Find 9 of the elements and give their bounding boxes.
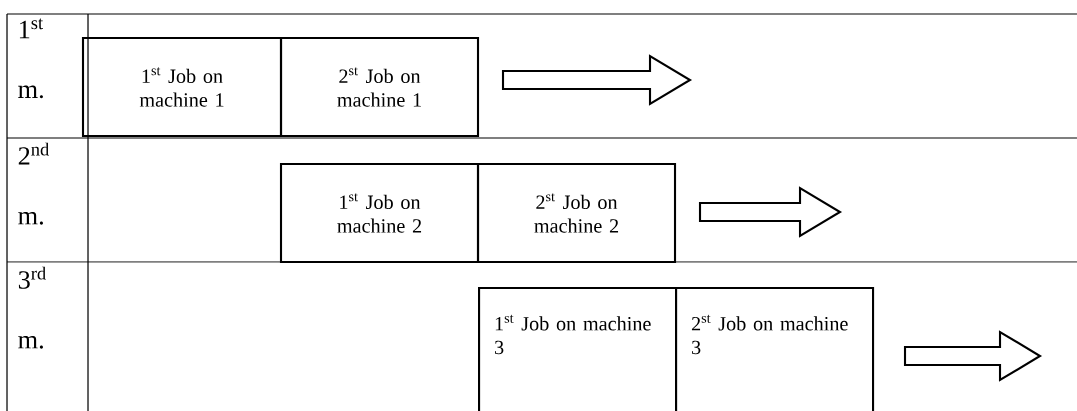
job-box: 1$^{st}$ Job on machine 3 xyxy=(478,287,678,411)
job-box: 1$^{st}$ Job on machine 2 xyxy=(279,162,480,264)
job-box: 2$^{st}$ Job on machine 3 xyxy=(675,287,875,411)
job-box: 2$^{st}$ Job on machine 1 xyxy=(279,36,480,138)
row-label: 2$^{nd}$ m. xyxy=(18,142,49,225)
job-box: 1$^{st}$ Job on machine 1 xyxy=(81,36,283,138)
row-label: 1$^{st}$ m. xyxy=(18,18,43,99)
row-label: 3$^{rd}$ m. xyxy=(18,266,46,349)
job-box: 2$^{st}$ Job on machine 2 xyxy=(476,162,677,264)
